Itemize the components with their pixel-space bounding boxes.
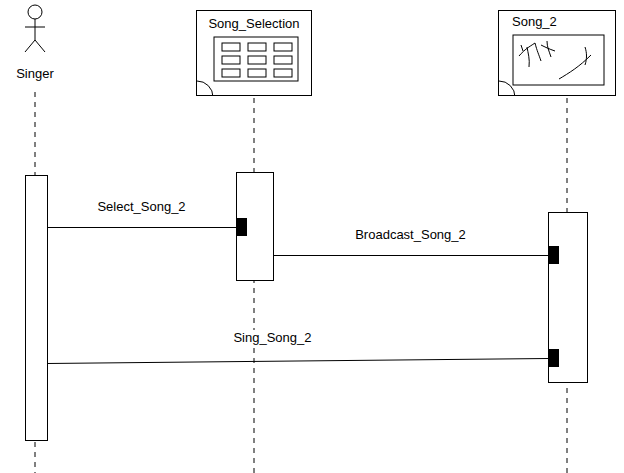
song-tile [248, 56, 266, 64]
object-name: Song_2 [512, 14, 557, 29]
actor: Singer [8, 2, 62, 90]
object-box: Song_2 [498, 10, 616, 96]
sketch-line [541, 41, 555, 57]
song-tile [222, 43, 240, 51]
song-tile [248, 43, 266, 51]
actor-head [28, 5, 42, 19]
song-tile [222, 69, 240, 77]
actor-leg [35, 40, 45, 52]
song-tile [248, 69, 266, 77]
message-line [47, 349, 559, 367]
message-stroke [273, 255, 548, 256]
activation-bar [26, 176, 48, 441]
message-label: Select_Song_2 [95, 199, 187, 214]
message-line [273, 246, 559, 264]
lifeline [254, 98, 255, 473]
actor-arms [25, 27, 45, 28]
actor-body [35, 19, 36, 40]
activation-bar [237, 173, 274, 281]
song-tile [274, 43, 292, 51]
corner-arc [197, 81, 213, 95]
song-tile [222, 56, 240, 64]
song-tile [274, 69, 292, 77]
object-name: Singer [16, 66, 54, 81]
message-stroke [47, 227, 236, 228]
object-name: Song_Selection [208, 16, 299, 31]
receive-marker [237, 218, 247, 236]
actor-leg [25, 40, 35, 52]
message-label: Sing_Song_2 [231, 330, 313, 345]
object-box: Song_Selection [196, 10, 312, 96]
receive-marker [549, 246, 559, 264]
picture-frame [513, 35, 604, 85]
activation-bar [549, 213, 588, 383]
screen-frame [214, 37, 298, 81]
sketch-line [519, 43, 541, 67]
message-stroke [47, 359, 548, 364]
receive-marker [549, 349, 559, 367]
sketch-line [559, 47, 591, 79]
song-tile [274, 56, 292, 64]
message-line [47, 218, 247, 236]
message-label: Broadcast_Song_2 [353, 227, 468, 242]
